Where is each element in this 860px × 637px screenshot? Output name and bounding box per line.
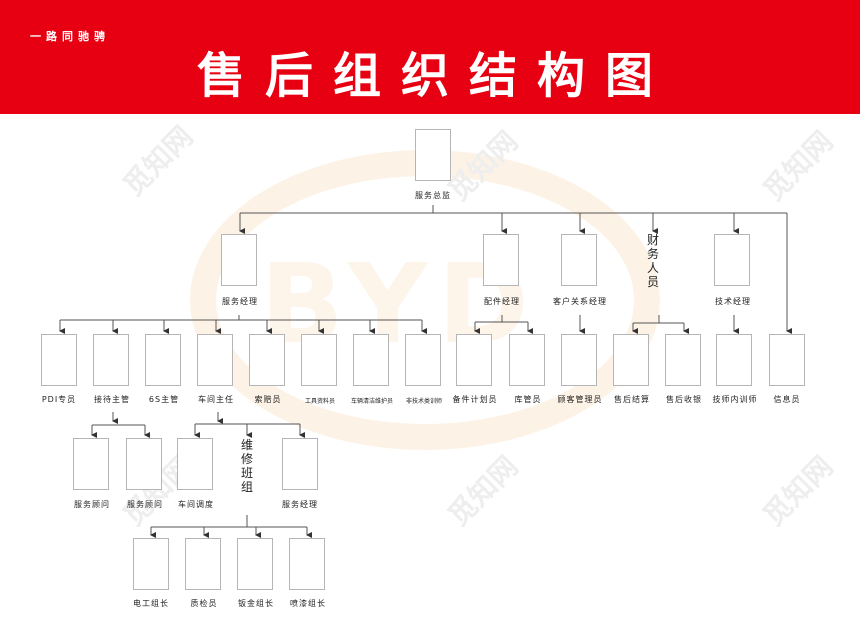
label-parts-manager: 配件经理 <box>484 297 520 306</box>
label-info-clerk: 信息员 <box>773 395 801 404</box>
photo-box-info-clerk <box>769 334 805 386</box>
label-service-manager-2: 服务经理 <box>282 500 318 509</box>
photo-box-claims <box>249 334 285 386</box>
photo-box-customer-admin <box>561 334 597 386</box>
label-tech-manager: 技术经理 <box>715 297 751 306</box>
label-workshop-director: 车间主任 <box>198 395 234 404</box>
label-crm-manager: 客户关系经理 <box>553 297 607 306</box>
photo-box-electrician-lead <box>133 538 169 590</box>
photo-box-inspector <box>185 538 221 590</box>
label-service-manager: 服务经理 <box>222 297 258 306</box>
photo-box-service-manager <box>221 234 257 286</box>
photo-box-6s-supervisor <box>145 334 181 386</box>
photo-box-cashier <box>665 334 701 386</box>
header-banner: 一路同驰骋 售后组织结构图 <box>0 0 860 114</box>
label-sheet-metal-lead: 钣金组长 <box>238 599 274 608</box>
photo-box-crm-manager <box>561 234 597 286</box>
label-tech-trainer: 技师内训师 <box>712 395 758 404</box>
photo-box-service-advisor-1 <box>73 438 109 490</box>
photo-box-sheet-metal-lead <box>237 538 273 590</box>
label-parts-planner: 备件计划员 <box>452 395 498 404</box>
label-service-advisor-1: 服务顾问 <box>74 500 110 509</box>
photo-box-parts-manager <box>483 234 519 286</box>
label-electrician-lead: 电工组长 <box>133 599 169 608</box>
photo-box-tools <box>301 334 337 386</box>
photo-box-tech-manager <box>714 234 750 286</box>
label-service-advisor-2: 服务顾问 <box>127 500 163 509</box>
photo-box-pdi <box>41 334 77 386</box>
photo-box-warehouse-keeper <box>509 334 545 386</box>
photo-box-settlement <box>613 334 649 386</box>
label-tools: 工具资料员 <box>304 398 336 405</box>
photo-box-workshop-director <box>197 334 233 386</box>
photo-box-dispatcher <box>177 438 213 490</box>
label-6s-supervisor: 6S主管 <box>148 395 180 404</box>
photo-box-director <box>415 129 451 181</box>
slogan: 一路同驰骋 <box>30 30 110 43</box>
label-claims: 索赔员 <box>254 395 282 404</box>
label-cashier: 售后收银 <box>666 395 702 404</box>
label-reception-supervisor: 接待主管 <box>94 395 130 404</box>
page-title: 售后组织结构图 <box>196 48 673 104</box>
label-finance-staff: 财务人员 <box>646 233 659 289</box>
photo-box-tech-trainer <box>716 334 752 386</box>
photo-box-service-manager-2 <box>282 438 318 490</box>
label-repair-team: 维修班组 <box>240 438 253 494</box>
photo-box-non-tech-trainer <box>405 334 441 386</box>
label-pdi: PDI专员 <box>41 395 77 404</box>
label-paint-lead: 喷漆组长 <box>290 599 326 608</box>
label-vehicle-cleaning: 车辆清洁维护员 <box>350 398 394 405</box>
label-settlement: 售后结算 <box>614 395 650 404</box>
label-warehouse-keeper: 库管员 <box>514 395 542 404</box>
photo-box-parts-planner <box>456 334 492 386</box>
label-director: 服务总监 <box>415 191 451 200</box>
photo-box-reception-supervisor <box>93 334 129 386</box>
photo-box-paint-lead <box>289 538 325 590</box>
label-dispatcher: 车间调度 <box>178 500 214 509</box>
photo-box-service-advisor-2 <box>126 438 162 490</box>
label-customer-admin: 顾客管理员 <box>557 395 603 404</box>
label-non-tech-trainer: 非技术类训师 <box>405 398 443 405</box>
label-inspector: 质检员 <box>190 599 218 608</box>
photo-box-vehicle-cleaning <box>353 334 389 386</box>
